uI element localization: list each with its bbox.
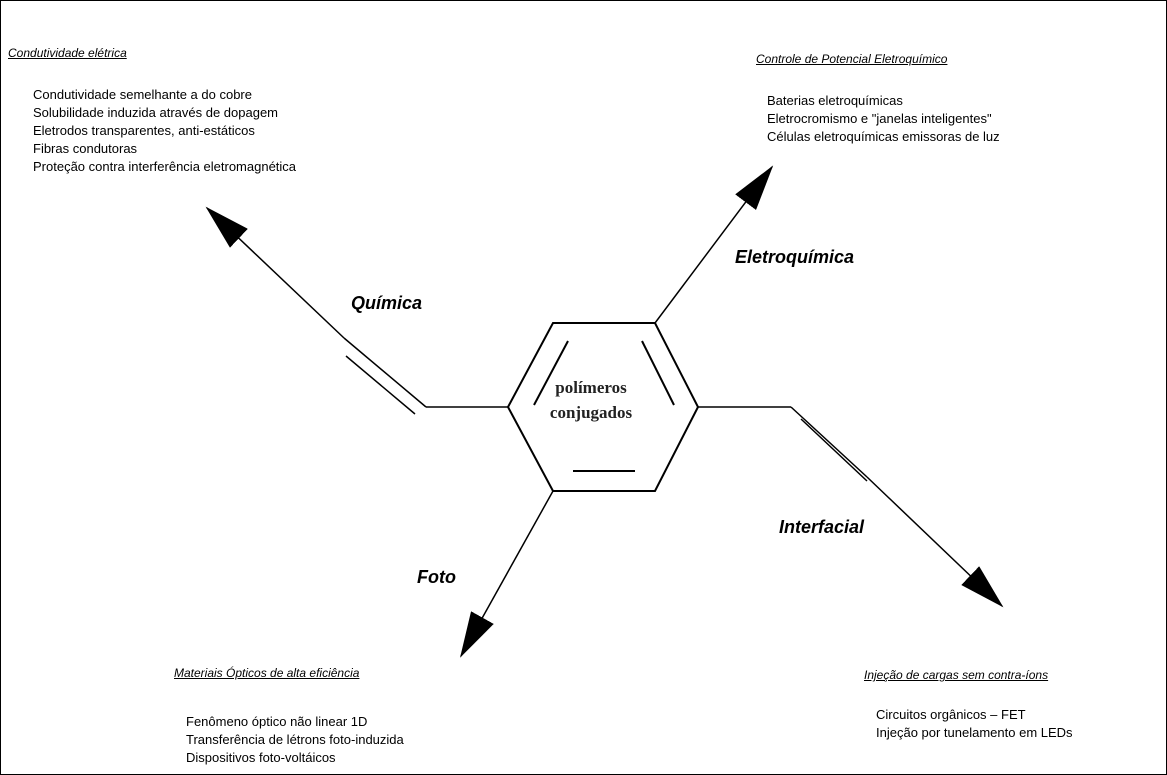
list-item: Eletrodos transparentes, anti-estáticos [33,123,255,138]
center-label-line1: polímeros [555,378,627,397]
list-item: Condutividade semelhante a do cobre [33,87,252,102]
list-item: Injeção por tunelamento em LEDs [876,725,1073,740]
list-item: Eletrocromismo e "janelas inteligentes" [767,111,992,126]
list-injecao: Circuitos orgânicos – FET Injeção por tu… [876,706,1073,742]
list-item: Proteção contra interferência eletromagn… [33,159,297,174]
section-title-potencial: Controle de Potencial Eletroquímico [756,52,948,66]
list-opticos: Fenômeno óptico não linear 1D Transferên… [186,713,404,767]
ring-inner-bond-right [641,340,675,406]
branch-label-quimica: Química [351,293,423,313]
section-title-condutividade: Condutividade elétrica [8,46,127,60]
list-potencial: Baterias eletroquímicas Eletrocromismo e… [767,92,1000,146]
list-item: Células eletroquímicas emissoras de luz [767,129,1000,144]
list-item: Circuitos orgânicos – FET [876,707,1026,722]
quimica-double-bond-2 [345,355,416,415]
section-title-opticos: Materiais Ópticos de alta eficiência [174,666,360,680]
branch-label-interfacial: Interfacial [779,517,865,537]
list-item: Baterias eletroquímicas [767,93,903,108]
section-title-injecao: Injeção de cargas sem contra-íons [864,668,1049,682]
interfacial-double-bond-2 [800,418,868,482]
ring-inner-bond-left [533,340,569,406]
center-label-line2: conjugados [549,403,633,422]
eletroquimica-arrow [654,165,774,324]
foto-arrow [460,490,554,658]
list-item: Fibras condutoras [33,141,138,156]
quimica-double-bond-1 [343,337,427,408]
center-label: polímeros conjugados [531,375,651,425]
list-item: Fenômeno óptico não linear 1D [186,714,368,729]
list-item: Transferência de létrons foto-induzida [186,732,404,747]
interfacial-arrow [866,476,1004,608]
branch-label-foto: Foto [417,567,456,587]
list-item: Solubilidade induzida através de dopagem [33,105,279,120]
list-condutividade: Condutividade semelhante a do cobre Solu… [33,86,296,176]
branch-label-eletroquimica: Eletroquímica [735,247,855,267]
list-item: Dispositivos foto-voltáicos [186,750,336,765]
interfacial-double-bond-1 [790,406,868,478]
quimica-arrow [205,206,345,339]
